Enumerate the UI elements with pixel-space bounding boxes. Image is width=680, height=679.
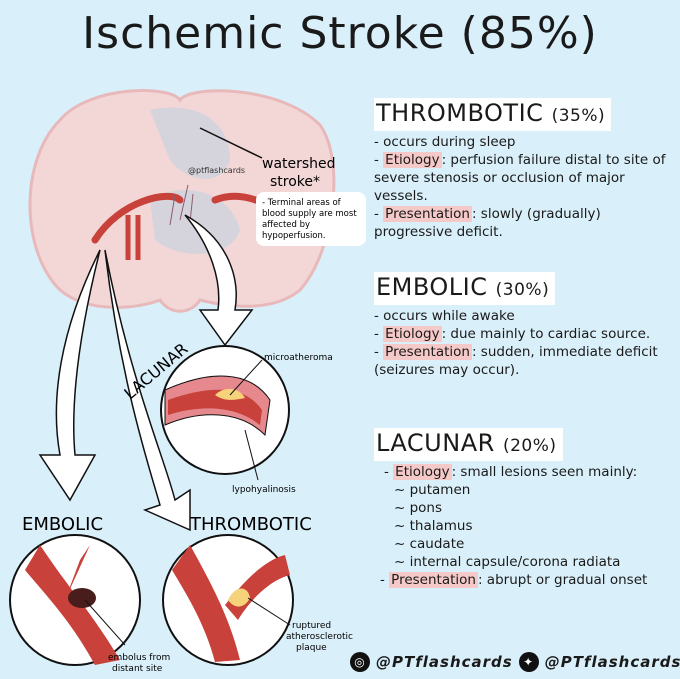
lypohyalinosis-label: lypohyalinosis [232, 485, 296, 495]
embolic-section: EMBOLIC (30%) - occurs while awake - Eti… [374, 272, 674, 379]
thrombotic-section: THROMBOTIC (35%) - occurs during sleep -… [374, 98, 674, 241]
instagram-handle[interactable]: @PTflashcards [376, 653, 513, 671]
embolic-heading: EMBOLIC (30%) [374, 272, 556, 305]
lacunar-site: ~ pons [394, 500, 443, 516]
watershed-note-1: - Terminal areas of [262, 198, 342, 208]
arrows [38, 214, 254, 532]
twitter-handle[interactable]: @PTflashcards [544, 653, 680, 671]
lacunar-etiology: - Etiology: small lesions seen mainly: [384, 464, 638, 480]
lacunar-site: ~ thalamus [394, 518, 473, 534]
lacunar-site: ~ putamen [394, 482, 471, 498]
lacunar-circle [160, 345, 290, 475]
lacunar-presentation: - Presentation: abrupt or gradual onset [380, 572, 648, 588]
microatheroma-label: microatheroma [264, 353, 333, 363]
watershed-label-2: stroke* [270, 174, 320, 190]
embolus-label-2: distant site [112, 664, 163, 674]
lacunar-site: ~ internal capsule/corona radiata [394, 554, 621, 570]
lacunar-section: LACUNAR (20%) - Etiology: small lesions … [374, 428, 674, 589]
embolic-label: EMBOLIC [22, 514, 103, 535]
thrombotic-heading: THROMBOTIC (35%) [374, 98, 612, 131]
thrombotic-timing: - occurs during sleep [374, 134, 516, 150]
lacunar-heading: LACUNAR (20%) [374, 428, 563, 461]
thrombotic-presentation: - Presentation: slowly (gradually) progr… [374, 206, 601, 240]
embolic-timing: - occurs while awake [374, 308, 515, 324]
footer-handles: ◎ @PTflashcards ✦ @PTflashcards [350, 652, 680, 672]
thrombotic-label: THROMBOTIC [189, 514, 312, 535]
watershed-note-3: affected by [262, 220, 310, 230]
plaque-label-2: atherosclerotic [286, 632, 353, 642]
thrombotic-circle [162, 534, 294, 666]
embolic-etiology: - Etiology: due mainly to cardiac source… [374, 326, 651, 342]
plaque-label-1: ruptured [292, 621, 331, 631]
embolic-presentation: - Presentation: sudden, immediate defici… [374, 344, 658, 378]
instagram-icon: ◎ [350, 652, 370, 672]
twitter-icon: ✦ [518, 652, 539, 672]
watermark: @ptflashcards [188, 166, 245, 175]
lacunar-site: ~ caudate [394, 536, 465, 552]
watershed-note-4: hypoperfusion. [262, 231, 326, 241]
embolic-circle [9, 534, 141, 666]
thrombotic-etiology: - Etiology: perfusion failure distal to … [374, 152, 666, 204]
embolus-label-1: embolus from [108, 653, 170, 663]
page-title: Ischemic Stroke (85%) [82, 8, 598, 59]
watershed-note-2: blood supply are most [262, 209, 357, 219]
plaque-label-3: plaque [296, 643, 327, 653]
watershed-label: watershed [262, 156, 336, 172]
